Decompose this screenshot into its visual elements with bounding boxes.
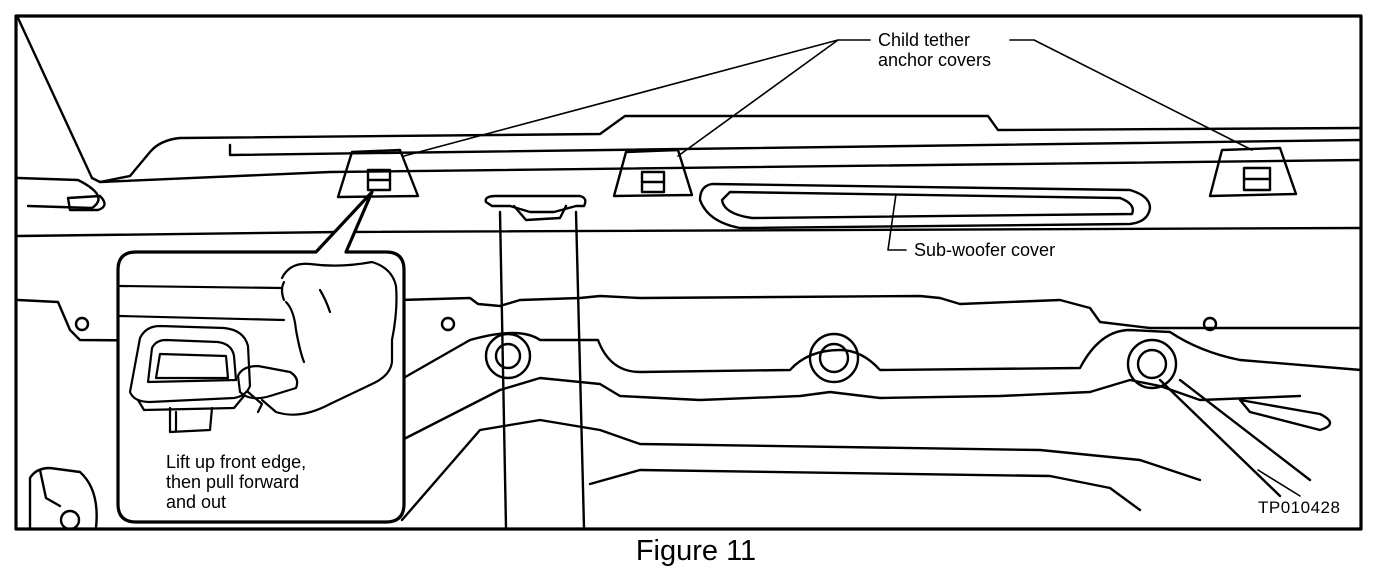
leader-code xyxy=(1257,469,1301,497)
seatbelt-strap xyxy=(484,194,587,530)
boss-left xyxy=(484,332,532,380)
latch-bracket xyxy=(28,466,98,531)
floor-lower-curve xyxy=(400,418,1202,522)
inset-anchor-cover xyxy=(128,324,252,434)
panel-hole-1 xyxy=(74,316,90,332)
floor-outer-outline xyxy=(398,328,1363,382)
anchor-cover-middle xyxy=(612,148,694,198)
left-bracket-slot xyxy=(66,194,106,212)
lift-instruction-label: Lift up front edge, then pull forward an… xyxy=(166,452,306,512)
anchor-cover-right xyxy=(1208,146,1298,198)
child-tether-label-line-1: Child tether xyxy=(878,30,971,50)
inset-detail xyxy=(116,190,406,524)
figure-caption: Figure 11 xyxy=(635,535,757,567)
part-code-label: TP010428 xyxy=(1258,498,1341,517)
floor-inner-outline xyxy=(400,376,1302,442)
boss-middle xyxy=(808,332,860,384)
rib-line-2 xyxy=(1178,378,1312,482)
lift-instruction-line-2: then pull forward xyxy=(166,472,300,492)
shelf-front-edge xyxy=(98,158,1363,184)
inset-content xyxy=(118,260,398,434)
anchor-cover-left xyxy=(336,148,420,199)
child-tether-label: Child tether anchor covers xyxy=(878,30,991,70)
floor-lower-curve-2 xyxy=(588,468,1142,512)
sub-woofer-label: Sub-woofer cover xyxy=(914,240,1056,260)
shelf-rear-edge xyxy=(228,138,1363,157)
lift-instruction-line-1: Lift up front edge, xyxy=(166,452,307,472)
hand-icon xyxy=(236,260,398,416)
leader-subwoofer xyxy=(887,193,907,251)
leader-child-tether xyxy=(403,39,1253,157)
rib-line-1 xyxy=(1158,378,1282,498)
child-tether-label-line-2: anchor covers xyxy=(878,50,992,70)
inset-panel-edge xyxy=(118,314,286,322)
panel-hole-2 xyxy=(440,316,456,332)
subwoofer-cover xyxy=(698,182,1152,230)
boss-right xyxy=(1126,338,1178,390)
left-bracket xyxy=(16,176,100,210)
panel-hole-3 xyxy=(1202,316,1218,332)
shelf-top-outline xyxy=(128,114,1363,178)
figure-frame xyxy=(14,14,1363,531)
seatback-edge xyxy=(16,16,132,184)
shelf-lower-edge xyxy=(16,226,1363,238)
inset-horizon-line xyxy=(118,284,284,290)
lift-instruction-line-3: and out xyxy=(166,492,227,512)
floor-side-rib xyxy=(1238,398,1332,432)
